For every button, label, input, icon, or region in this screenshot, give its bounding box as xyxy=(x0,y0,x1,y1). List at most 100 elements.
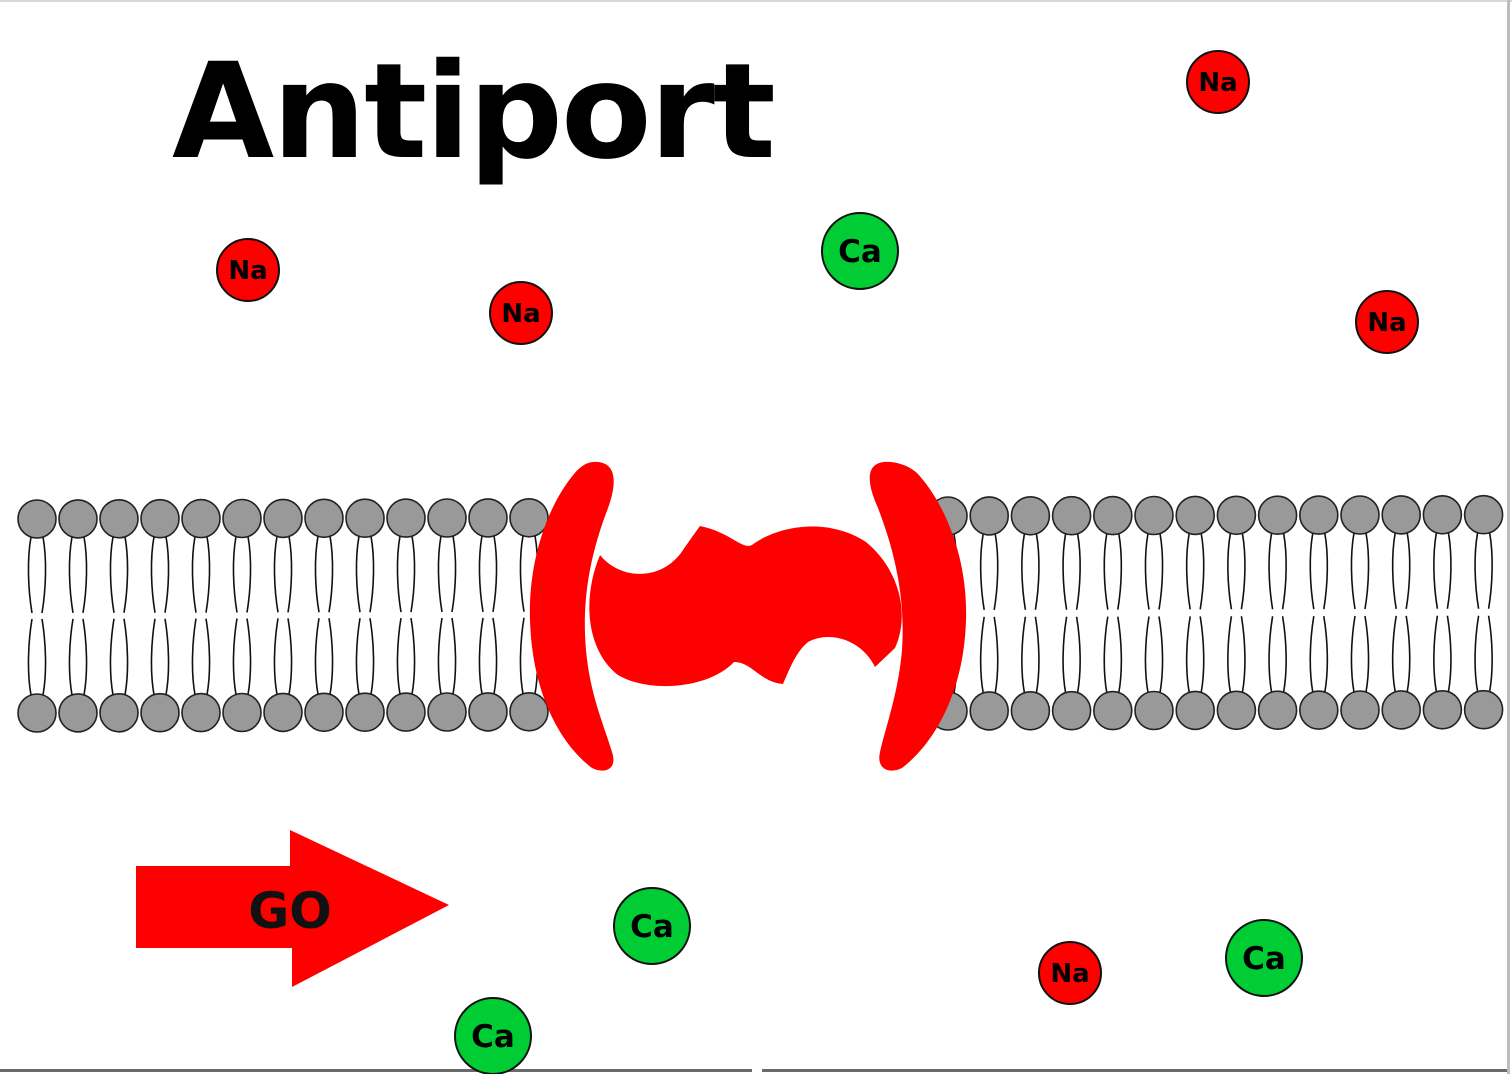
phospholipid xyxy=(468,498,508,732)
frame-border-bottom-left xyxy=(0,1069,752,1072)
lipid-head xyxy=(17,499,57,539)
transporter-core xyxy=(589,526,902,687)
lipid-bilayer xyxy=(17,494,1504,733)
lipid-head xyxy=(58,693,98,733)
ion-label: Ca xyxy=(838,234,882,270)
lipid-head xyxy=(263,498,303,539)
lipid-head xyxy=(1216,495,1257,536)
frame-border-bottom-right xyxy=(762,1069,1507,1072)
calcium-ion: Ca xyxy=(454,997,532,1074)
lipid-head xyxy=(509,691,549,732)
lipid-head xyxy=(263,692,303,733)
lipid-head xyxy=(427,692,467,732)
sodium-ion: Na xyxy=(489,281,553,345)
lipid-head xyxy=(1340,495,1380,535)
lipid-head xyxy=(1463,494,1504,535)
sodium-ion: Na xyxy=(1355,290,1419,354)
frame-border-top xyxy=(0,0,1512,2)
sodium-ion: Na xyxy=(1186,50,1250,114)
lipid-head xyxy=(468,692,508,732)
go-button[interactable]: GO xyxy=(136,830,449,987)
ion-label: Na xyxy=(1050,959,1089,989)
ion-label: Na xyxy=(501,299,540,329)
phospholipid xyxy=(1463,494,1504,730)
ion-circle xyxy=(1355,290,1419,354)
lipid-head xyxy=(1257,495,1298,536)
lipid-head xyxy=(1381,495,1421,535)
sodium-ion: Na xyxy=(216,238,280,302)
lipid-head xyxy=(1134,690,1174,731)
lipid-head xyxy=(181,498,221,539)
antiport-transporter xyxy=(529,461,967,771)
lipid-head xyxy=(1422,494,1463,535)
lipid-head xyxy=(509,497,549,538)
lipid-head xyxy=(386,498,426,538)
lipid-head xyxy=(140,498,180,539)
ion-circle xyxy=(489,281,553,345)
phospholipid xyxy=(1340,495,1380,730)
lipid-head xyxy=(1340,690,1380,730)
lipid-head xyxy=(58,499,98,539)
ion-label: Na xyxy=(1367,308,1406,338)
lipid-head xyxy=(1051,690,1092,731)
go-arrow-icon[interactable] xyxy=(136,830,449,987)
phospholipid xyxy=(345,498,385,733)
lipid-head xyxy=(1093,495,1133,536)
go-label[interactable]: GO xyxy=(248,882,332,940)
lipid-head xyxy=(1216,690,1257,731)
phospholipid xyxy=(140,498,180,733)
phospholipid xyxy=(17,499,57,733)
phospholipid xyxy=(1299,495,1339,730)
lipid-head xyxy=(1010,690,1051,731)
phospholipid xyxy=(427,498,467,732)
lipid-head xyxy=(140,692,180,733)
phospholipid xyxy=(1051,495,1092,731)
ion-circle xyxy=(1038,941,1102,1005)
phospholipid xyxy=(58,499,98,733)
phospholipid xyxy=(1175,495,1215,731)
phospholipid xyxy=(1010,495,1051,731)
lipid-head xyxy=(1051,495,1092,536)
lipid-head xyxy=(345,692,385,733)
lipid-head xyxy=(1010,495,1051,536)
lipid-head xyxy=(99,498,139,539)
transporter-right-bracket xyxy=(869,461,967,771)
ion-circle xyxy=(613,887,691,965)
lipid-head xyxy=(1299,495,1339,535)
transporter-left-bracket xyxy=(529,461,614,771)
lipid-head xyxy=(222,692,262,733)
lipid-head xyxy=(468,498,508,538)
page-title: Antiport xyxy=(172,35,776,189)
lipid-head xyxy=(1175,495,1215,536)
lipid-head xyxy=(304,692,344,733)
ion-circle xyxy=(454,997,532,1074)
calcium-ion: Ca xyxy=(821,212,899,290)
ion-label: Ca xyxy=(471,1019,515,1055)
phospholipid xyxy=(1134,495,1174,731)
phospholipid xyxy=(1216,495,1257,731)
calcium-ion: Ca xyxy=(613,887,691,965)
phospholipid xyxy=(99,498,139,733)
lipid-head xyxy=(969,496,1010,536)
lipid-head xyxy=(969,691,1010,731)
phospholipid xyxy=(1422,494,1463,730)
phospholipid xyxy=(181,498,221,733)
ion-label: Ca xyxy=(1242,941,1286,977)
phospholipid xyxy=(969,496,1010,731)
ion-circle xyxy=(1225,919,1303,997)
phospholipid xyxy=(1381,495,1421,730)
phospholipid xyxy=(222,498,262,733)
ion-circle xyxy=(1186,50,1250,114)
lipid-head xyxy=(17,693,57,733)
lipid-head xyxy=(304,498,344,539)
phospholipid xyxy=(1093,495,1133,731)
ion-circle xyxy=(821,212,899,290)
calcium-ion: Ca xyxy=(1225,919,1303,997)
lipid-head xyxy=(1175,690,1215,731)
lipid-head xyxy=(1422,689,1463,730)
frame-border-right xyxy=(1507,0,1510,1074)
lipid-head xyxy=(427,498,467,538)
